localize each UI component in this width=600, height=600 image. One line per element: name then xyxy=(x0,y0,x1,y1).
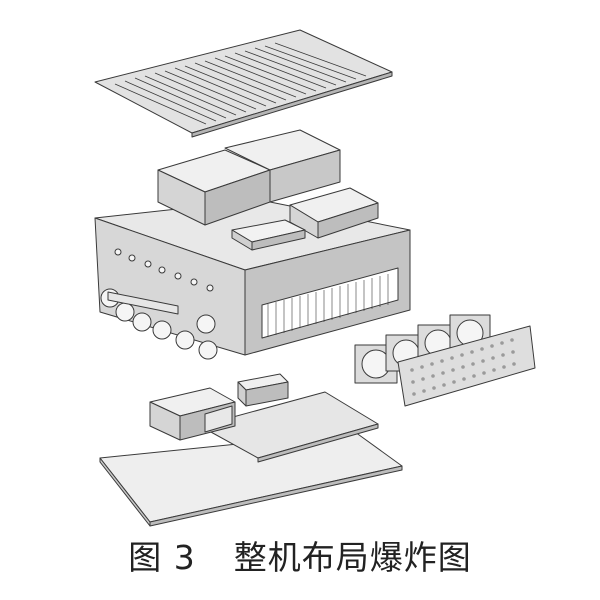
caption-number: 图 3 xyxy=(128,538,196,577)
exploded-view-figure xyxy=(94,29,536,527)
electronic-module-boxes xyxy=(157,129,379,239)
power-module xyxy=(149,373,289,441)
side-heatsink-window xyxy=(267,274,389,337)
perforated-fan-cover-plate xyxy=(397,325,536,407)
front-connectors xyxy=(100,248,218,360)
figure-caption: 图 3 整机布局爆炸图 xyxy=(0,528,600,588)
bottom-cover-plate xyxy=(99,431,403,527)
small-label-module xyxy=(231,219,306,251)
caption-title: 整机布局爆炸图 xyxy=(233,538,472,577)
top-grille-cover xyxy=(94,29,393,138)
bottom-circuit-board xyxy=(199,391,379,463)
